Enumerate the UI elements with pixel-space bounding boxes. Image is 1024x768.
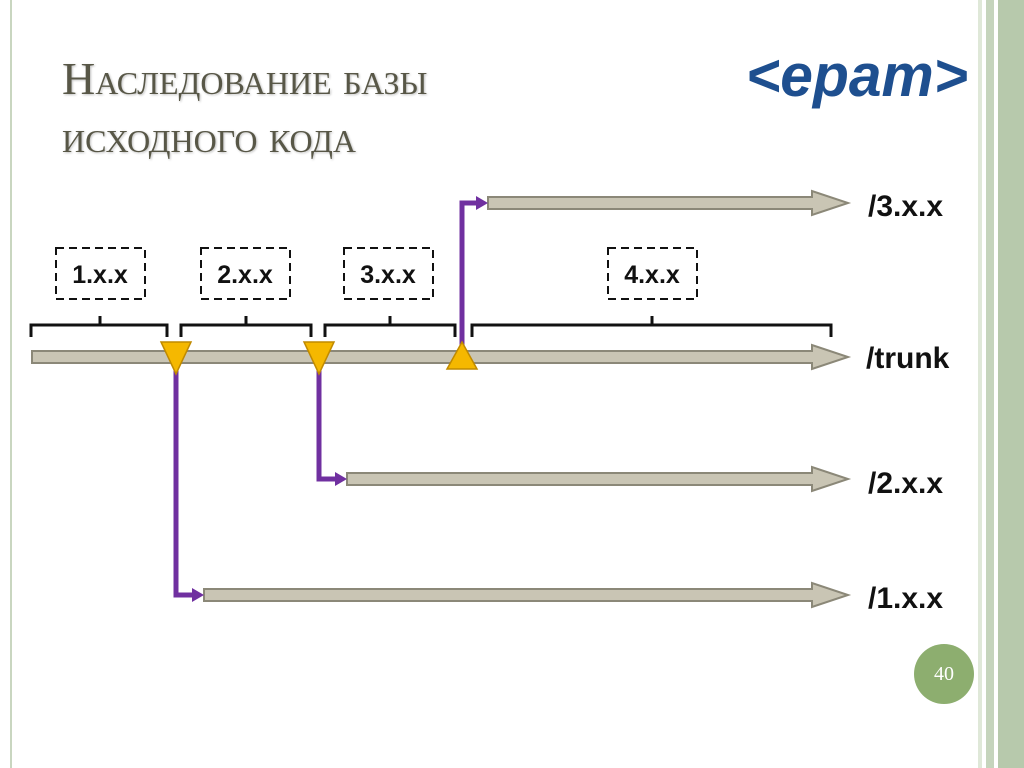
slide-title: Наследование базы исходного кода (62, 50, 702, 166)
branch-label-2: /2.x.x (868, 467, 943, 500)
version-box-1 (55, 247, 146, 300)
version-brace-1 (29, 316, 169, 337)
merge-point-marker-3 (445, 340, 479, 370)
branch-bar-trunk (31, 343, 852, 371)
title-line-1: Наследование базы (62, 53, 428, 104)
page-number-badge: 40 (914, 644, 974, 704)
title-line-2: исходного кода (62, 111, 356, 162)
slide-border-right (978, 0, 1024, 768)
version-box-3 (343, 247, 434, 300)
page-number: 40 (934, 662, 954, 685)
epam-logo: <epam> (746, 42, 968, 109)
branch-bar-1 (203, 581, 852, 609)
connector-to-branch-1 (173, 362, 194, 598)
version-label-4: 4.x.x (624, 261, 680, 289)
epam-logo-text: <epam> (746, 42, 968, 109)
branch-label-3: /3.x.x (868, 190, 943, 223)
branch-point-marker-2 (302, 341, 336, 376)
branch-point-marker-1 (159, 341, 193, 376)
connector-to-branch-3 (459, 200, 478, 357)
connector-arrow-branch-1 (192, 588, 204, 602)
branch-label-1: /1.x.x (868, 582, 943, 615)
branch-label-trunk: /trunk (866, 342, 950, 375)
version-box-4 (607, 247, 698, 300)
branch-bar-2 (346, 465, 852, 493)
version-label-3: 3.x.x (360, 261, 416, 289)
version-brace-3 (323, 316, 457, 337)
version-label-2: 2.x.x (217, 261, 273, 289)
version-label-1: 1.x.x (72, 261, 128, 289)
connector-to-branch-2 (316, 362, 337, 482)
version-box-2 (200, 247, 291, 300)
version-brace-2 (179, 316, 313, 337)
branch-bar-3 (487, 189, 852, 217)
connector-arrow-branch-2 (335, 472, 347, 486)
connector-arrow-branch-3 (476, 196, 488, 210)
slide-border-left (10, 0, 12, 768)
version-brace-4 (470, 316, 833, 337)
